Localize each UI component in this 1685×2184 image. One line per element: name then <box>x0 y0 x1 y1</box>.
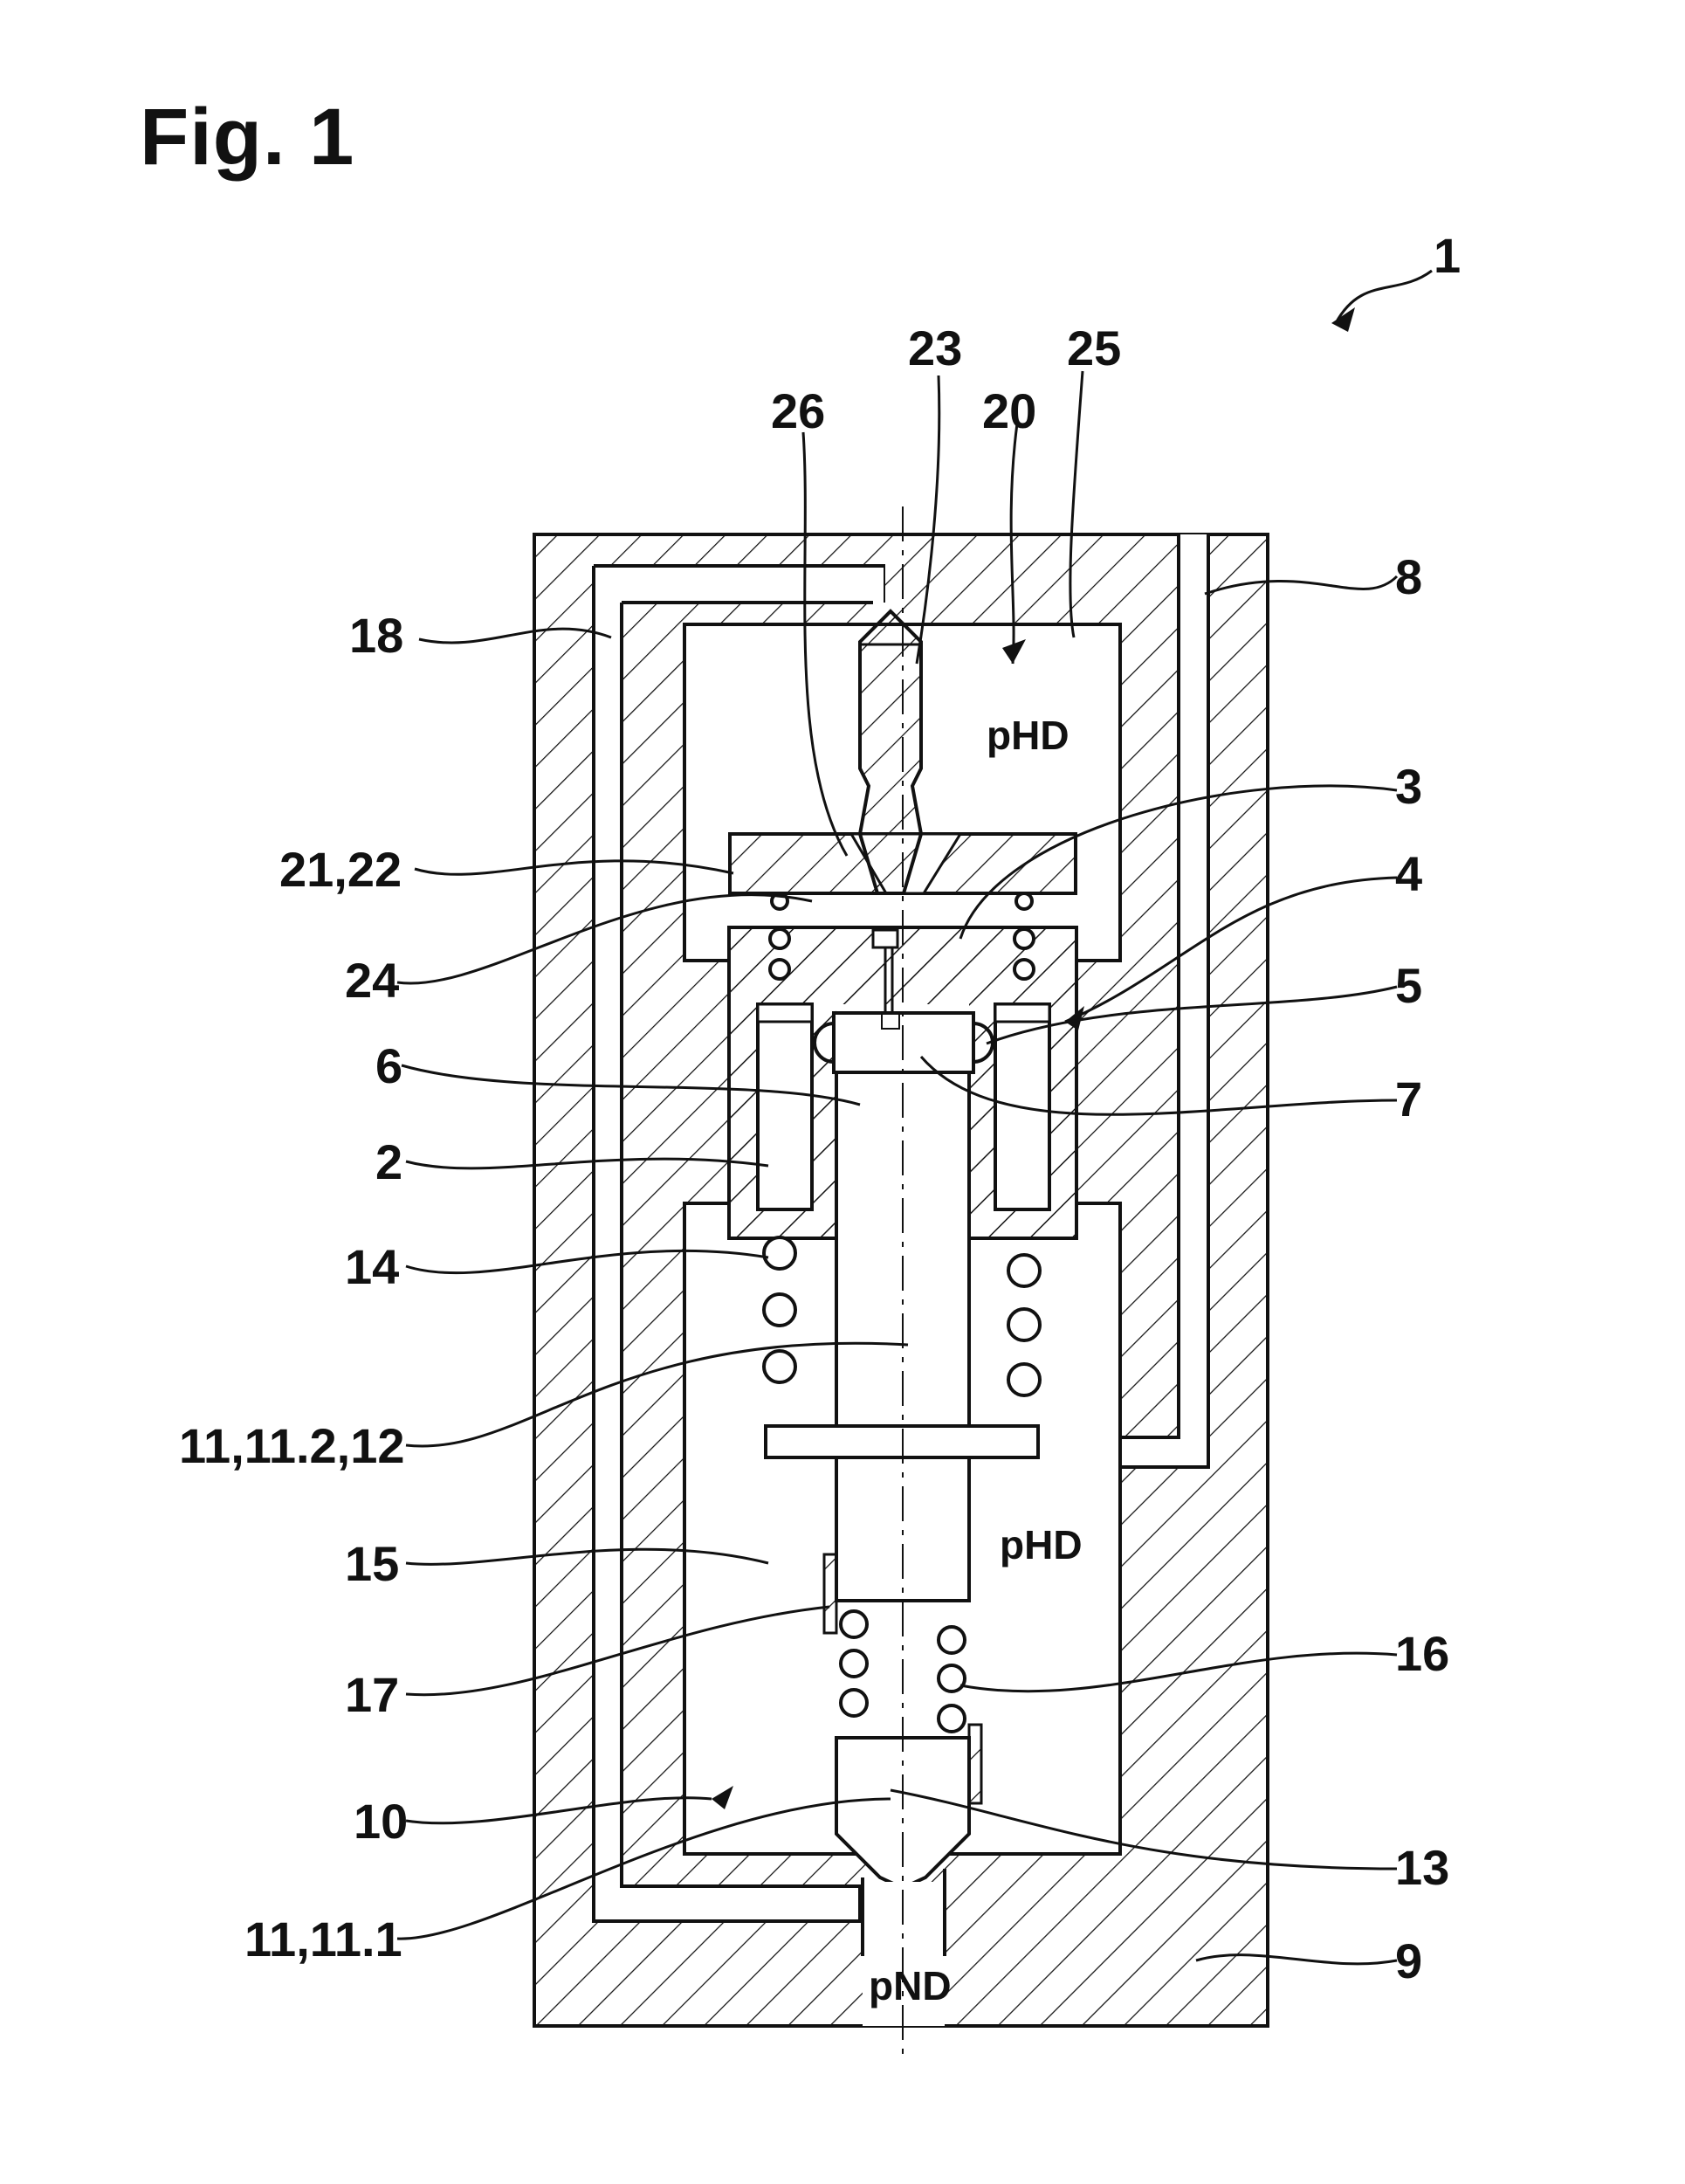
label-phd-top: pHD <box>987 713 1069 758</box>
leader-lines <box>396 269 1433 1966</box>
label-pnd: pND <box>869 1963 952 2008</box>
ref-17: 17 <box>345 1667 399 1722</box>
stop-16 <box>967 1723 983 1805</box>
ref-11-11-1: 11,11.1 <box>244 1912 402 1967</box>
ref-24: 24 <box>345 953 399 1008</box>
ref-13: 13 <box>1395 1840 1449 1895</box>
ref-26: 26 <box>771 383 825 438</box>
spring-24 <box>768 892 1035 981</box>
ref-14: 14 <box>345 1239 399 1294</box>
ref-18: 18 <box>349 608 403 663</box>
channel-8-fill <box>1119 534 1208 1467</box>
ref-8: 8 <box>1395 549 1422 604</box>
figure-title: Fig. 1 <box>140 93 355 182</box>
label-phd-mid: pHD <box>1000 1522 1083 1567</box>
ref-10: 10 <box>354 1794 408 1849</box>
ref-16: 16 <box>1395 1626 1449 1681</box>
ref-2: 2 <box>375 1134 402 1189</box>
ref-21-22: 21,22 <box>279 842 402 897</box>
spring-14 <box>762 1236 1042 1397</box>
ref-20: 20 <box>982 383 1036 438</box>
ref-15: 15 <box>345 1536 399 1591</box>
ref-11-11-2-12: 11,11.2,12 <box>179 1418 405 1473</box>
stop-17 <box>822 1553 838 1635</box>
valve-needle-23 <box>857 609 924 895</box>
ref-3: 3 <box>1395 759 1422 814</box>
ref-5: 5 <box>1395 958 1422 1013</box>
ref-4: 4 <box>1395 846 1422 901</box>
spring-16 <box>839 1609 966 1733</box>
ref-23: 23 <box>908 320 962 375</box>
ref-7: 7 <box>1395 1071 1422 1126</box>
ref-9: 9 <box>1395 1933 1422 1988</box>
ref-1: 1 <box>1434 228 1461 283</box>
ref-6: 6 <box>375 1038 402 1093</box>
ref-25: 25 <box>1067 320 1121 375</box>
